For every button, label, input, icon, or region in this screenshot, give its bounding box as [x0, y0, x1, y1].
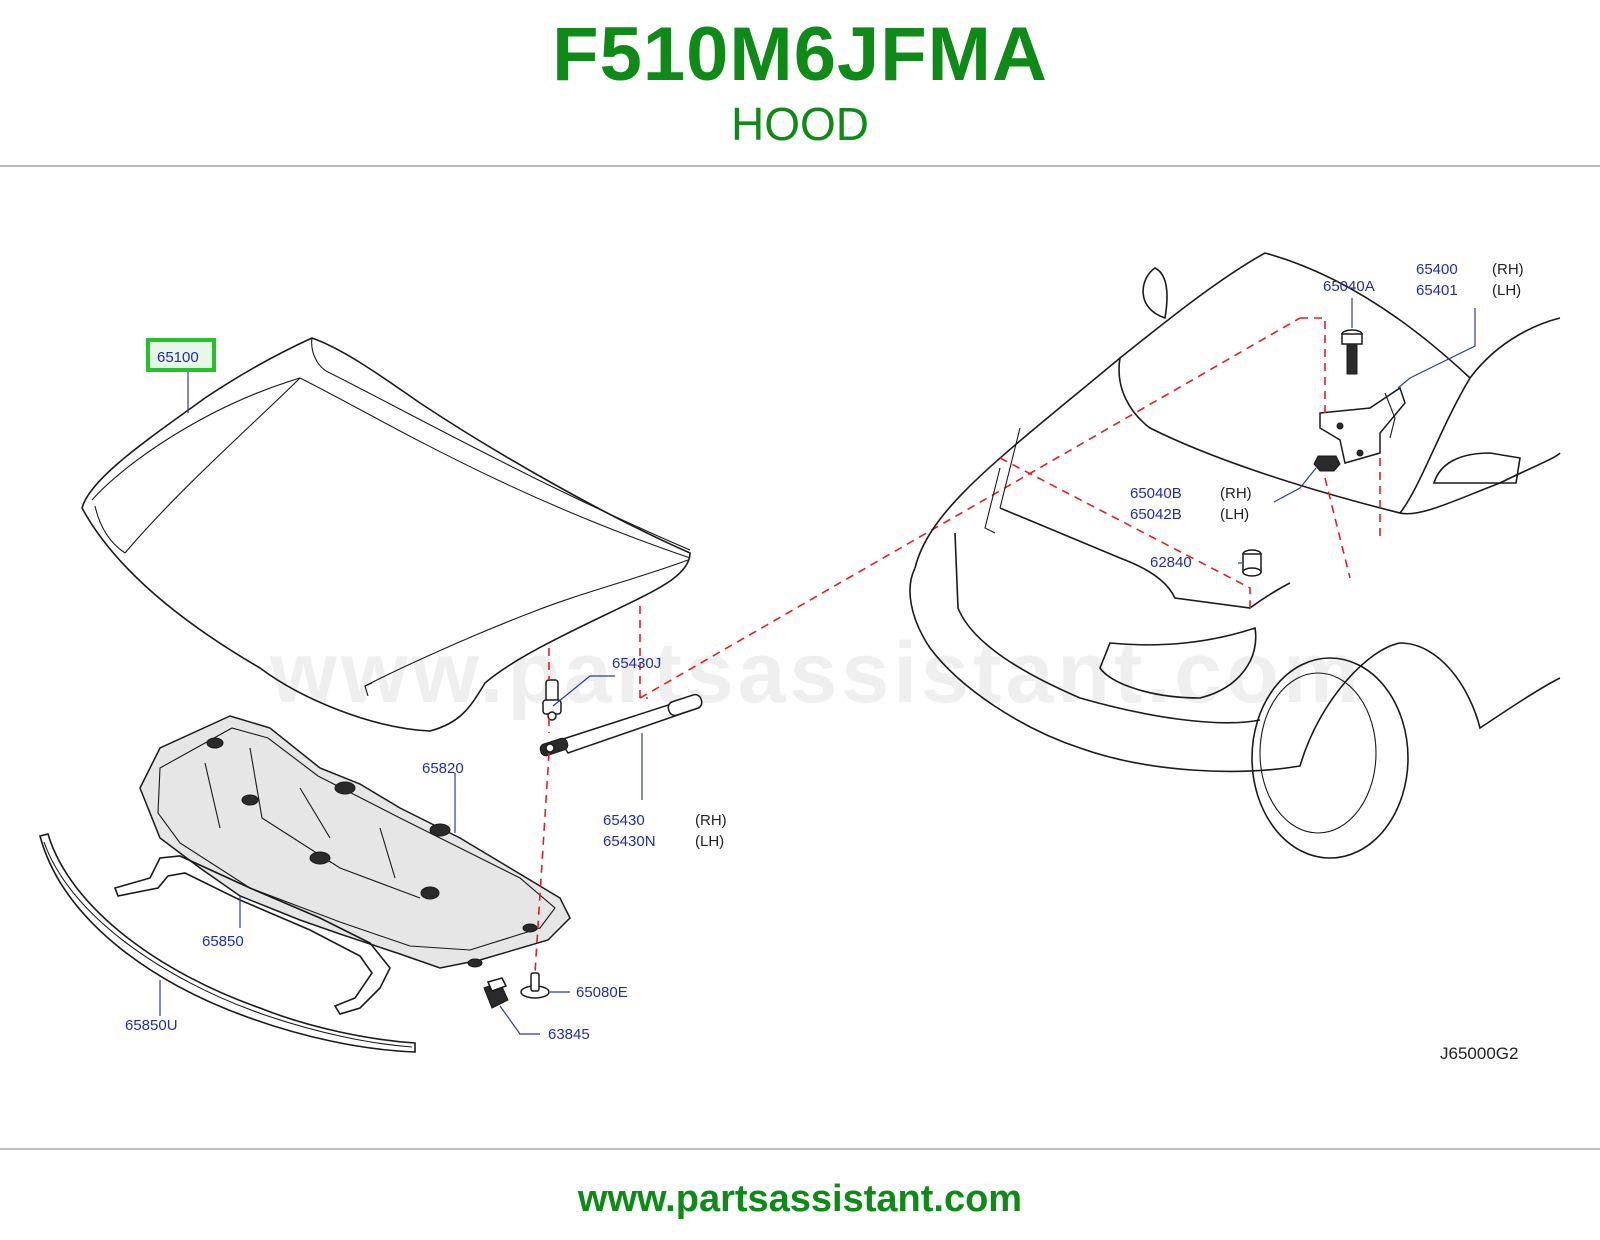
leader-line	[499, 1005, 540, 1035]
footer-website-link[interactable]: www.partsassistant.com	[577, 1178, 1023, 1220]
label-65401[interactable]: 65401	[1416, 282, 1458, 299]
side-rh: (RH)	[1220, 485, 1252, 502]
hood-bumper[interactable]	[483, 977, 509, 1009]
label-65040A[interactable]: 65040A	[1323, 278, 1375, 295]
hood-seal-upper[interactable]	[113, 855, 391, 1015]
diagram-svg: www.partsassistant.com	[39, 252, 1561, 1063]
assembly-line	[639, 317, 1301, 699]
assembly-line	[1324, 477, 1351, 579]
assembly-line	[999, 457, 1251, 608]
label-65850U[interactable]: 65850U	[125, 1017, 178, 1034]
label-65040B[interactable]: 65040B	[1130, 485, 1182, 502]
watermark-text: www.partsassistant.com	[269, 625, 1363, 721]
label-65430[interactable]: 65430	[603, 812, 645, 829]
hood-insulator[interactable]	[139, 715, 571, 969]
hood-seal-lower[interactable]	[39, 833, 416, 1053]
leader-line	[1397, 308, 1476, 389]
label-63845[interactable]: 63845	[548, 1026, 590, 1043]
label-65100[interactable]: 65100	[157, 349, 199, 366]
side-lh: (LH)	[695, 833, 724, 850]
label-65820[interactable]: 65820	[422, 760, 464, 777]
side-lh: (LH)	[1492, 282, 1521, 299]
parts-diagram: www.partsassistant.com	[0, 228, 1600, 1114]
side-lh: (LH)	[1220, 506, 1249, 523]
hood-rubber[interactable]	[1242, 549, 1262, 577]
header-divider	[0, 165, 1600, 167]
hinge-bolt[interactable]	[1341, 329, 1363, 375]
label-65850[interactable]: 65850	[202, 933, 244, 950]
hood-panel[interactable]	[81, 337, 691, 732]
highlight-box	[146, 338, 216, 372]
hinge-nut[interactable]	[1313, 455, 1341, 472]
side-rh: (RH)	[695, 812, 727, 829]
page-header: F510M6JFMA HOOD	[0, 0, 1600, 168]
label-62840[interactable]: 62840	[1150, 554, 1192, 571]
label-65080E[interactable]: 65080E	[576, 984, 628, 1001]
hood-stay-pin[interactable]	[542, 679, 562, 721]
insulator-clip[interactable]	[520, 972, 550, 999]
vehicle-outline	[909, 252, 1561, 859]
footer-divider	[0, 1148, 1600, 1150]
label-65042B[interactable]: 65042B	[1130, 506, 1182, 523]
hood-stay[interactable]	[539, 693, 703, 757]
label-65430N[interactable]: 65430N	[603, 833, 656, 850]
assembly-line	[1300, 317, 1326, 418]
assembly-line	[534, 648, 550, 974]
side-rh: (RH)	[1492, 261, 1524, 278]
label-65400[interactable]: 65400	[1416, 261, 1458, 278]
diagram-code: J65000G2	[1440, 1044, 1518, 1063]
part-code-title: F510M6JFMA	[552, 12, 1048, 97]
part-name-subtitle: HOOD	[731, 98, 869, 150]
hood-hinge[interactable]	[1319, 386, 1406, 464]
leader-line	[1273, 467, 1317, 503]
leader-line	[552, 675, 615, 707]
label-65430J[interactable]: 65430J	[612, 655, 661, 672]
